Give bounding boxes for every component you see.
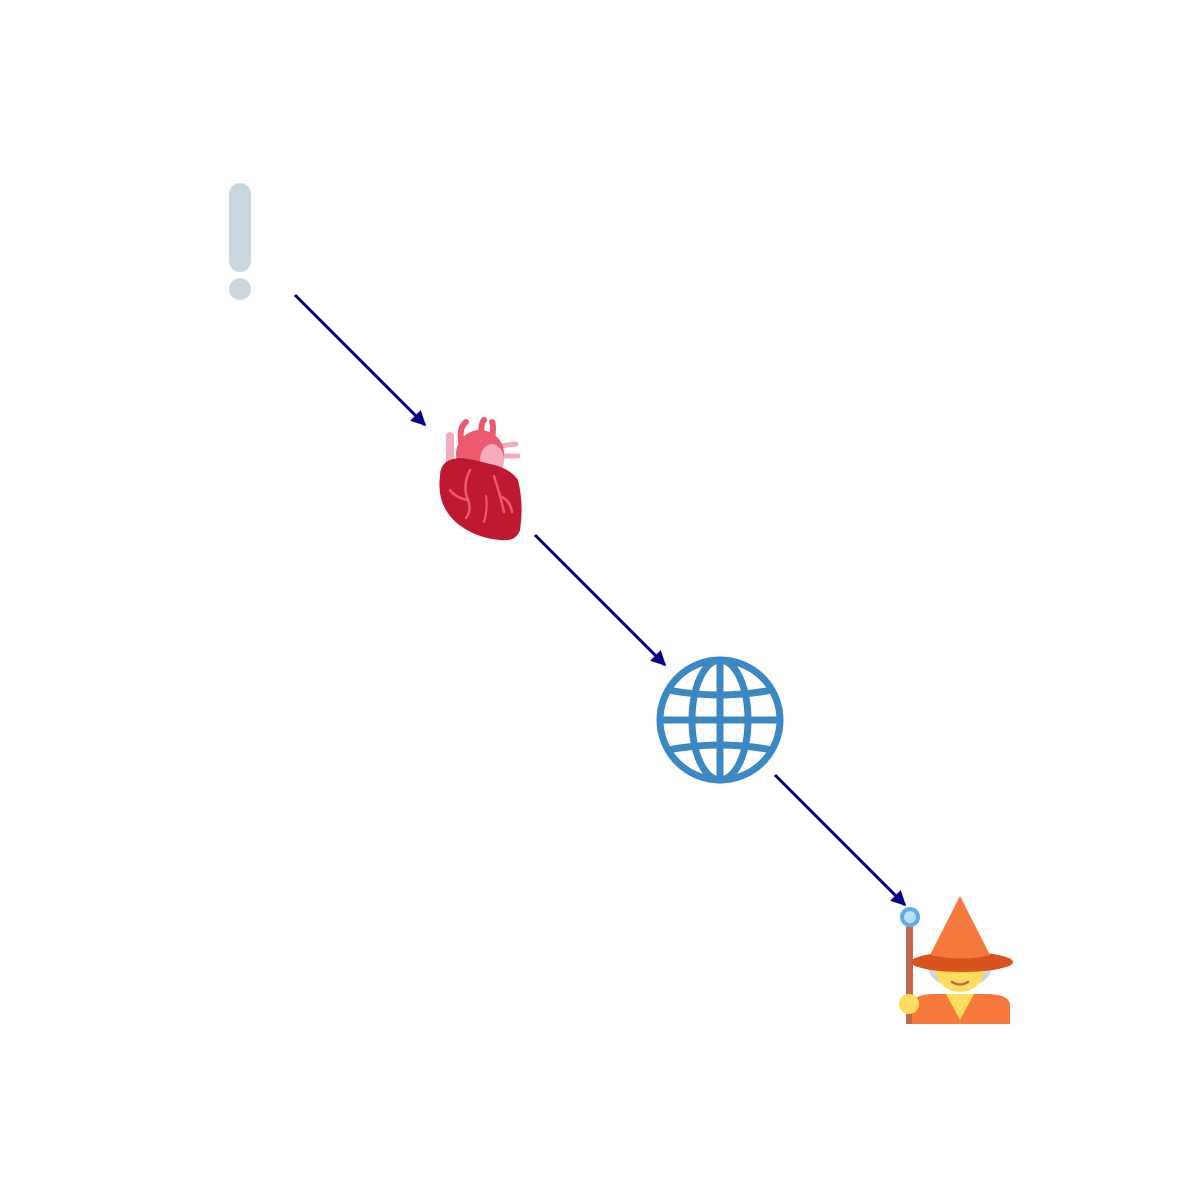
anatomical-heart-icon [439,417,522,541]
globe-with-meridians-icon [656,656,784,784]
arrow-1 [293,293,427,427]
arrow-3 [773,773,907,907]
arrow-2 [533,533,667,667]
exclamation-icon [229,183,251,300]
mage-icon [899,896,1013,1024]
